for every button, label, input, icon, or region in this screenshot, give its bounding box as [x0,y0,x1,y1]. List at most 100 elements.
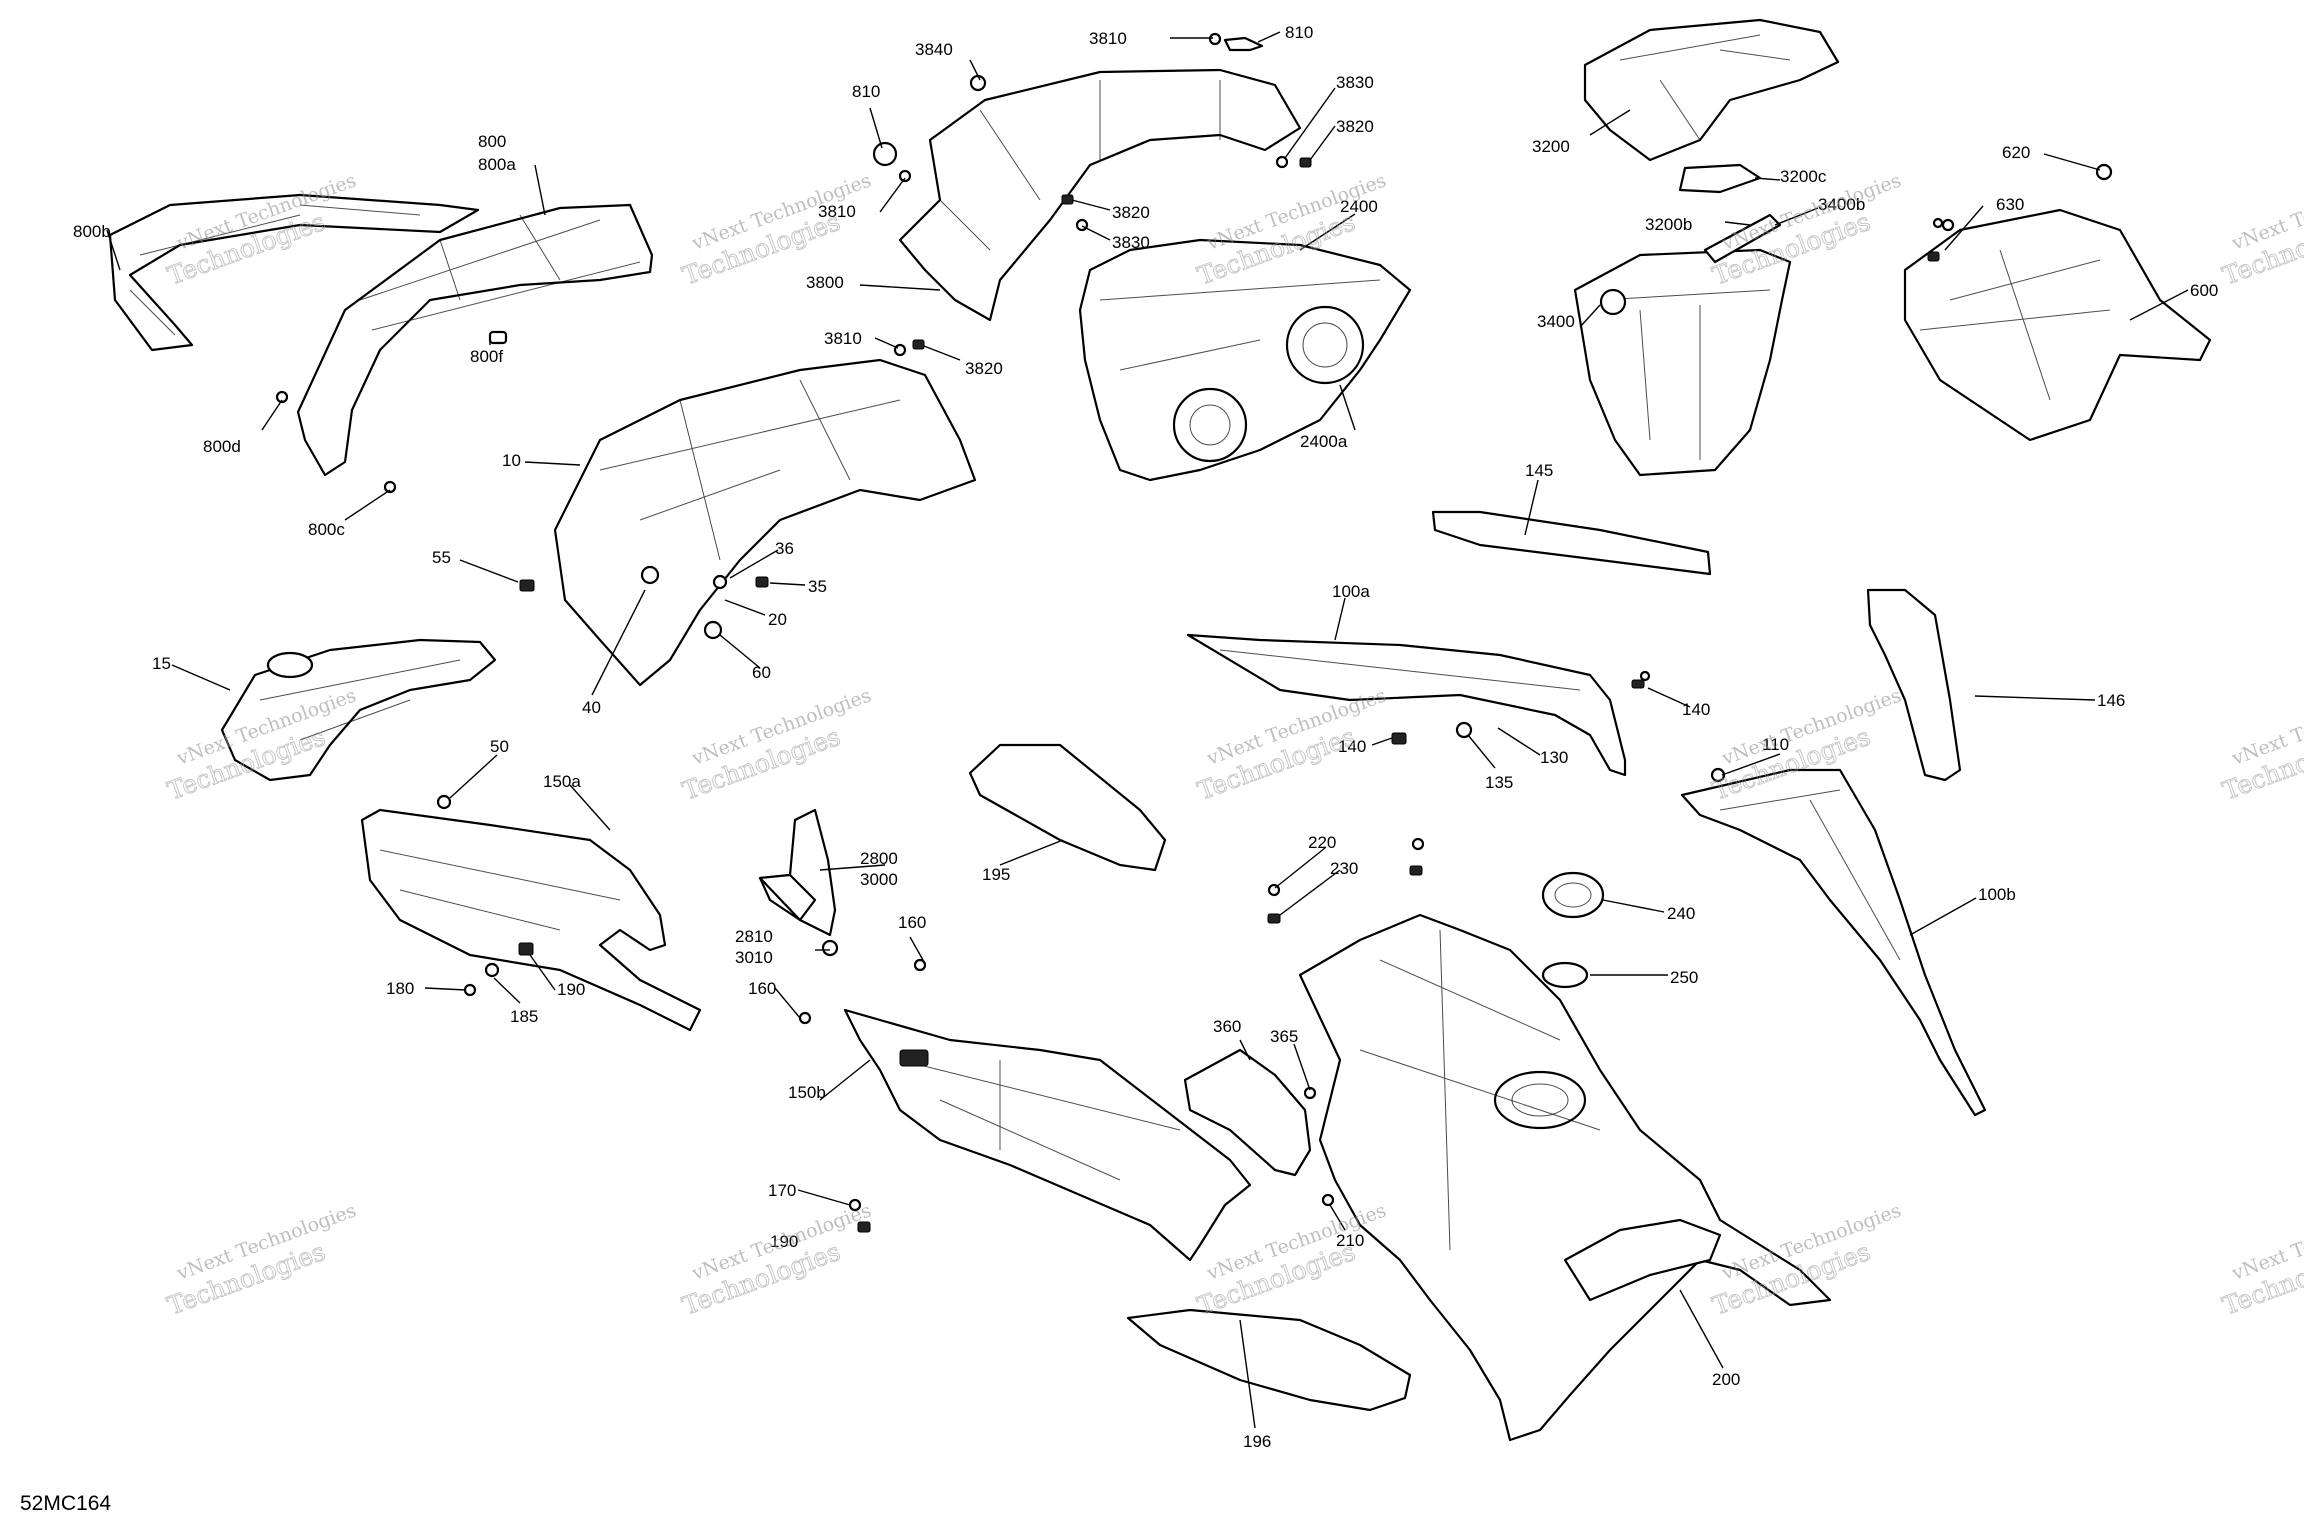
callout-240: 240 [1667,904,1695,923]
part-35-nut [755,576,769,588]
callout-2400a: 2400a [1300,432,1348,451]
callout-160-left: 160 [748,979,776,998]
callout-50: 50 [490,737,509,756]
callout-10: 10 [502,451,521,470]
part-3200c [1678,163,1762,194]
callout-3810-mid: 3810 [818,202,856,221]
callout-2800: 2800 [860,849,898,868]
part-195-strip [968,743,1167,872]
callout-3200c: 3200c [1780,167,1827,186]
callout-630: 630 [1996,195,2024,214]
callout-3010: 3010 [735,948,773,967]
callout-360: 360 [1213,1017,1241,1036]
callout-170: 170 [768,1181,796,1200]
callout-800d: 800d [203,437,241,456]
callout-196: 196 [1243,1432,1271,1451]
part-140-clip [1391,732,1407,745]
part-55-clip [519,579,535,592]
callout-140-left: 140 [1338,737,1366,756]
callout-620: 620 [2002,143,2030,162]
part-360-panel [1183,1048,1312,1177]
callout-800b: 800b [73,222,111,241]
callout-3810-top: 3810 [1089,29,1127,48]
part-146-panel [1866,588,1962,782]
callout-110: 110 [1762,735,1789,754]
part-145-strip [1431,510,1712,576]
callout-800c: 800c [308,520,345,539]
callout-60: 60 [752,663,771,682]
part-2400-headlight [1078,238,1412,482]
callout-135: 135 [1485,773,1513,792]
callout-800: 800 [478,132,506,151]
part-135-washer [1455,721,1473,739]
part-150b-side-panel [843,1008,1252,1262]
callout-180: 180 [386,979,414,998]
part-100b-panel [1680,767,1987,1117]
callout-130: 130 [1540,748,1568,767]
callout-3800: 3800 [806,273,844,292]
callout-365: 365 [1270,1027,1298,1046]
part-3820-clip-2 [1061,194,1074,205]
callout-3820-top: 3820 [1336,117,1374,136]
callout-100b: 100b [1978,885,2016,904]
callout-230: 230 [1330,859,1358,878]
callout-3840: 3840 [915,40,953,59]
part-810-grommet-top [1223,36,1264,52]
part-800d-washer [275,390,289,404]
callout-3200b: 3200b [1645,215,1692,234]
callout-800a: 800a [478,155,516,174]
part-3820-clip-3 [912,339,925,350]
callout-3400: 3400 [1537,312,1575,331]
part-36-washer [712,574,728,590]
callout-210: 210 [1336,1231,1364,1250]
part-620-screw [2095,163,2113,181]
callout-200: 200 [1712,1370,1740,1389]
part-600-panel [1903,163,2212,442]
part-800f [488,330,508,345]
callout-220: 220 [1308,833,1336,852]
callout-40: 40 [582,698,601,717]
callout-3830-top: 3830 [1336,73,1374,92]
part-10-front-cowl [519,358,977,687]
part-190-clip [518,942,534,956]
diagram-code: 52MC164 [20,1492,112,1515]
callout-3000: 3000 [860,870,898,889]
part-100a-trim [1186,633,1645,777]
leader-lines [106,31,2189,1429]
part-800b-trim [108,193,480,352]
callout-810-top: 810 [1285,23,1313,42]
part-185-washer [484,962,500,978]
part-3820-clip [1299,157,1312,168]
part-140-clip-2 [1631,679,1645,689]
callout-3400b: 3400b [1818,195,1865,214]
part-630-clip [1927,251,1940,262]
callout-3200: 3200 [1532,137,1570,156]
part-3200-cover [1583,18,1840,194]
part-3400-storage-box [1573,213,1792,477]
callout-150a: 150a [543,772,581,791]
part-150a-side-panel [360,794,702,1032]
part-50-washer [436,794,452,810]
part-250-seal [1541,961,1589,989]
callout-185: 185 [510,1007,538,1026]
part-800-side-panel [275,203,654,494]
callout-3820-low: 3820 [965,359,1003,378]
part-810-grommet-left [872,141,898,167]
part-60-grommet [703,620,723,640]
callout-15: 15 [152,654,171,673]
callout-55: 55 [432,548,451,567]
callout-250: 250 [1670,968,1698,987]
callout-146: 146 [2097,691,2125,710]
callout-145: 145 [1525,461,1553,480]
part-3800-bracket [872,36,1312,350]
callout-35: 35 [808,577,827,596]
callout-labels: 800 800a 800b 800f 800d 800c 3840 810 38… [73,23,2218,1451]
part-200-center-panel [1298,913,1832,1442]
